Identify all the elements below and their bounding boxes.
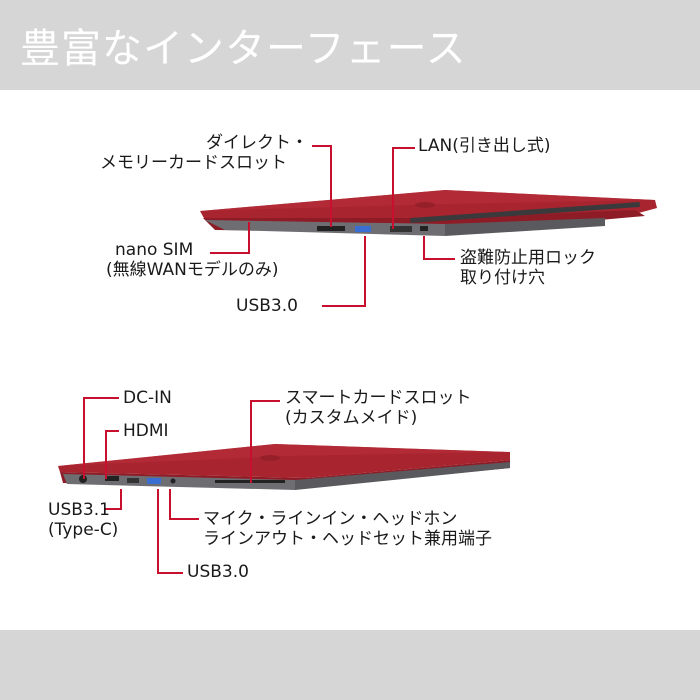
leader-line-lan xyxy=(393,147,415,149)
header-banner: 豊富なインターフェース xyxy=(0,0,700,90)
label-audio-jack: マイク・ラインイン・ヘッドホン ラインアウト・ヘッドセット兼用端子 xyxy=(203,509,492,549)
label-hdmi: HDMI xyxy=(123,421,169,441)
laptop-right-side-view xyxy=(55,438,515,498)
leader-line-memory-card xyxy=(330,145,332,227)
leader-line-smart-card xyxy=(250,400,252,483)
leader-line-dc-in xyxy=(83,397,119,399)
label-dc-in: DC-IN xyxy=(123,388,172,408)
label-memory-card-slot: ダイレクト・ xyxy=(206,133,308,153)
label-smart-card: スマートカードスロット (カスタムメイド) xyxy=(285,388,472,428)
page-title: 豊富なインターフェース xyxy=(20,26,467,72)
leader-line-security-lock xyxy=(423,258,455,260)
leader-line-audio xyxy=(169,489,171,519)
label-nano-sim: nano SIM xyxy=(115,240,194,260)
leader-line-hdmi xyxy=(105,430,107,479)
label-lan: LAN(引き出し式) xyxy=(418,136,551,156)
leader-line-audio xyxy=(169,518,199,520)
leader-line-usb31 xyxy=(104,508,122,510)
leader-line-smart-card xyxy=(250,400,280,402)
leader-line-lan xyxy=(392,147,394,229)
leader-line-usb31 xyxy=(120,489,122,509)
leader-line-hdmi xyxy=(105,430,119,432)
label-usb30-bottom: USB3.0 xyxy=(187,562,249,582)
label-nano-sim-line2: (無線WANモデルのみ) xyxy=(106,260,279,280)
label-security-lock: 盗難防止用ロック 取り付け穴 xyxy=(460,248,596,288)
leader-line-nano-sim xyxy=(248,222,250,254)
leader-line-usb30-bottom xyxy=(157,489,159,573)
footer-band xyxy=(0,630,700,700)
leader-line-usb30-top xyxy=(364,236,366,307)
leader-line-dc-in xyxy=(83,397,85,479)
label-usb30-top: USB3.0 xyxy=(236,296,298,316)
label-usb31: USB3.1 (Type-C) xyxy=(48,500,119,540)
leader-line-memory-card xyxy=(312,145,331,147)
leader-line-nano-sim xyxy=(210,252,250,254)
leader-line-usb30-bottom xyxy=(157,572,183,574)
leader-line-usb30-top xyxy=(322,305,366,307)
leader-line-security-lock xyxy=(423,236,425,260)
label-memory-card-slot-line2: メモリーカードスロット xyxy=(100,153,287,173)
laptop-left-side-view xyxy=(195,178,665,248)
